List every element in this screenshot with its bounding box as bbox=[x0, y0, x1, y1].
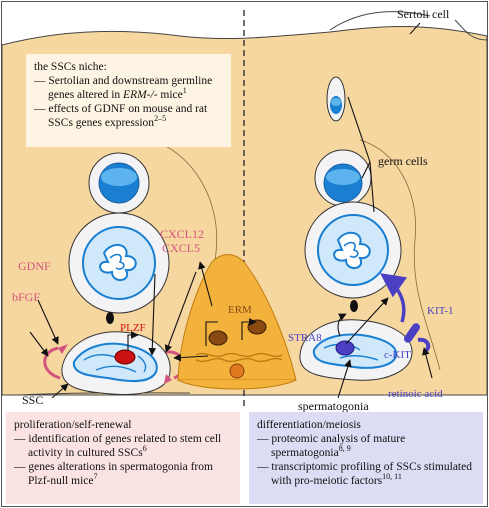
label-ckit: c-KIT bbox=[384, 349, 411, 361]
label-germ-cells: germ cells bbox=[378, 154, 428, 168]
right-germ-cells bbox=[304, 76, 402, 312]
proliferation-info-box: proliferation/self-renewal — identificat… bbox=[6, 412, 240, 504]
prolif-box-item-1: — identification of genes related to ste… bbox=[14, 433, 222, 459]
label-retinoic-acid: retinoic acid bbox=[388, 388, 443, 400]
label-plzf: PLZF bbox=[120, 322, 146, 334]
label-erm: ERM bbox=[228, 304, 252, 316]
niche-box-title: the SSCs niche: bbox=[34, 61, 107, 73]
diff-box-item-2: — transcriptomic profiling of SSCs stimu… bbox=[257, 461, 472, 487]
differentiation-info-box: differentiation/meiosis — proteomic anal… bbox=[249, 412, 483, 504]
diff-box-title: differentiation/meiosis bbox=[257, 419, 361, 431]
label-cxcl12: CXCL12 bbox=[160, 227, 204, 241]
prolif-box-item-2: — genes alterations in spermatogonia fro… bbox=[14, 461, 213, 487]
left-germ-cells bbox=[68, 152, 170, 324]
spermatogonia-cell bbox=[299, 273, 431, 381]
erm-cell bbox=[177, 254, 297, 390]
label-kit1: KIT-1 bbox=[427, 305, 453, 317]
niche-box-item-1: — Sertolian and downstream germline gene… bbox=[34, 75, 213, 101]
label-ssc: SSC bbox=[22, 393, 43, 407]
arrows bbox=[29, 96, 433, 399]
ssc-cell bbox=[61, 331, 171, 395]
diagram-labels: Sertoli cell germ cells CXCL12 CXCL5 GDN… bbox=[12, 7, 453, 413]
label-gdnf: GDNF bbox=[18, 259, 51, 273]
label-spermatogonia: spermatogonia bbox=[298, 399, 369, 413]
label-stra8: STRA8 bbox=[288, 332, 322, 344]
niche-box-item-2: — effects of GDNF on mouse and rat SSCs … bbox=[34, 103, 208, 129]
label-sertoli-cell: Sertoli cell bbox=[397, 7, 450, 21]
prolif-box-title: proliferation/self-renewal bbox=[14, 419, 132, 431]
diff-box-item-1: — proteomic analysis of mature spermatog… bbox=[257, 433, 406, 459]
label-bfgf: bFGF bbox=[12, 290, 40, 304]
label-cxcl5: CXCL5 bbox=[162, 241, 200, 255]
niche-info-box: the SSCs niche: — Sertolian and downstre… bbox=[26, 54, 231, 147]
